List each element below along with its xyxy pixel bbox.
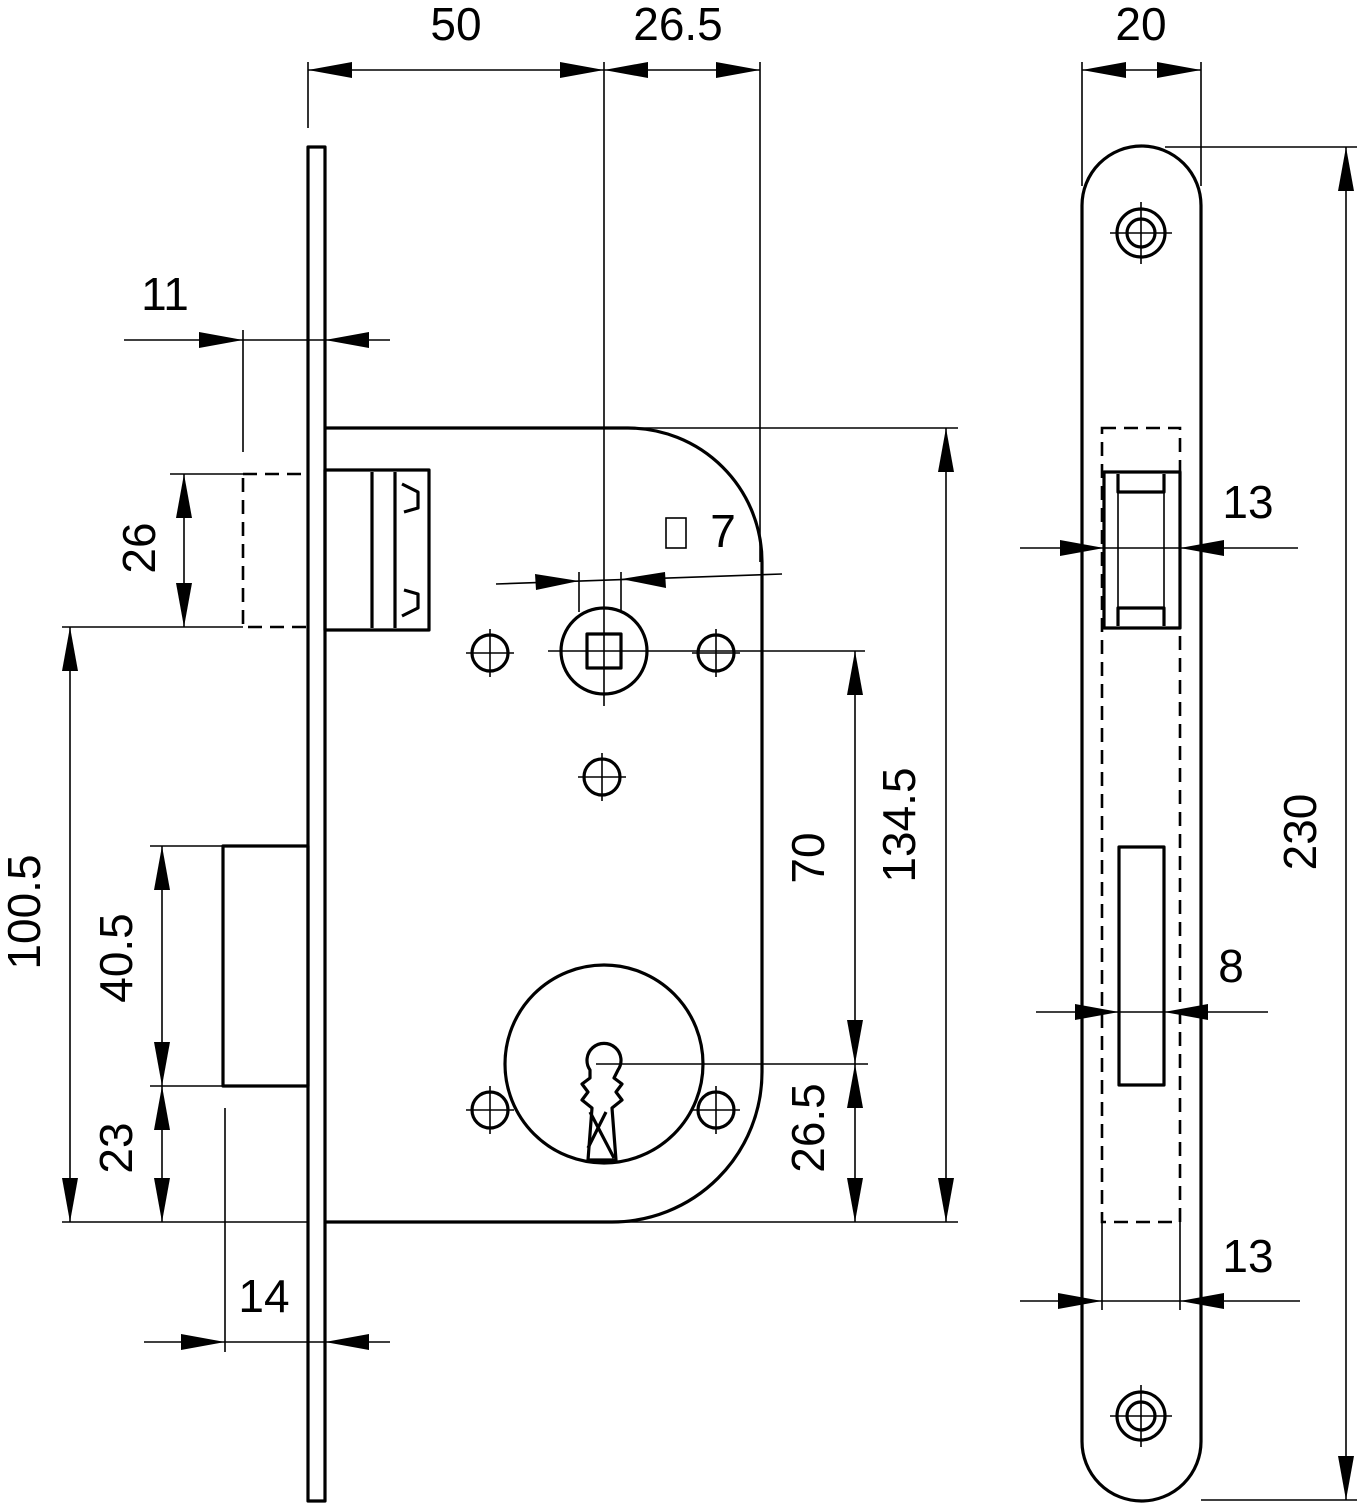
dim-deadbolt-to-bottom: 23 — [90, 1086, 170, 1222]
dim-faceplate-length: 230 — [1274, 147, 1354, 1500]
dim-faceplate-width-label: 20 — [1115, 0, 1166, 50]
dim-latch-height-label: 26 — [113, 522, 165, 573]
dim-deadbolt-height-label: 40.5 — [90, 913, 142, 1003]
dim-backset-label: 50 — [430, 0, 481, 50]
deadbolt — [221, 844, 310, 1088]
dim-deadbolt-height: 40.5 — [90, 846, 170, 1086]
dim-latch-height: 26 — [113, 474, 192, 627]
dim-bolt-slot-width: 8 — [1036, 940, 1268, 1020]
lock-case — [325, 426, 764, 1224]
side-case-outline — [1100, 426, 1182, 1224]
side-faceplate — [1080, 144, 1203, 1503]
side-bolt-slot — [1117, 845, 1166, 1087]
dim-bolt-projection: 26.5 — [604, 0, 760, 78]
dim-faceplate-width: 20 — [1082, 0, 1201, 78]
dim-hub-to-cylinder-label: 70 — [782, 832, 834, 883]
dim-case-height: 134.5 — [873, 428, 954, 1222]
side-screw-top — [1110, 202, 1172, 264]
dim-backset: 50 — [308, 0, 604, 78]
dim-deadbolt-throw-label: 14 — [238, 1270, 289, 1322]
front-view: 50 26.5 11 26 7 — [0, 0, 958, 1503]
dim-bolt-slot-width-label: 8 — [1218, 940, 1244, 992]
dim-spindle-square: 7 — [495, 505, 783, 590]
side-screw-bottom — [1110, 1385, 1172, 1447]
latch-bolt — [323, 468, 431, 632]
dim-faceplate-overhang-label: 11 — [141, 268, 189, 320]
screw-hole-right — [692, 629, 740, 677]
screw-hole-middle — [578, 753, 626, 801]
dim-faceplate-length-label: 230 — [1274, 794, 1326, 871]
dim-case-width: 13 — [1020, 1230, 1300, 1309]
dim-latch-slot-width: 13 — [1020, 476, 1298, 556]
screw-hole-left — [466, 629, 514, 677]
dim-deadbolt-throw: 14 — [144, 1270, 390, 1350]
faceplate — [306, 145, 327, 1503]
dim-latch-to-bottom: 100.5 — [0, 627, 78, 1222]
latch-projection-outline — [241, 472, 310, 629]
dim-spindle-square-label: 7 — [710, 505, 736, 557]
dim-faceplate-overhang: 11 — [124, 268, 390, 348]
square-symbol-icon — [665, 517, 687, 549]
dim-latch-to-bottom-label: 100.5 — [0, 854, 50, 969]
side-latch-slot — [1102, 470, 1182, 630]
dim-latch-slot-width-label: 13 — [1222, 476, 1273, 528]
dim-cylinder-to-bottom-label: 26.5 — [782, 1083, 834, 1173]
dim-case-width-label: 13 — [1222, 1230, 1273, 1282]
side-view: 20 13 230 8 13 — [1020, 0, 1357, 1503]
dim-cylinder-to-bottom: 26.5 — [782, 1064, 863, 1222]
dim-case-height-label: 134.5 — [873, 767, 925, 882]
dim-deadbolt-to-bottom-label: 23 — [90, 1122, 142, 1173]
screw-hole-lower-right — [692, 1086, 740, 1134]
dim-hub-to-cylinder: 70 — [782, 651, 863, 1064]
screw-hole-lower-left — [466, 1086, 514, 1134]
dim-bolt-projection-label: 26.5 — [633, 0, 723, 50]
